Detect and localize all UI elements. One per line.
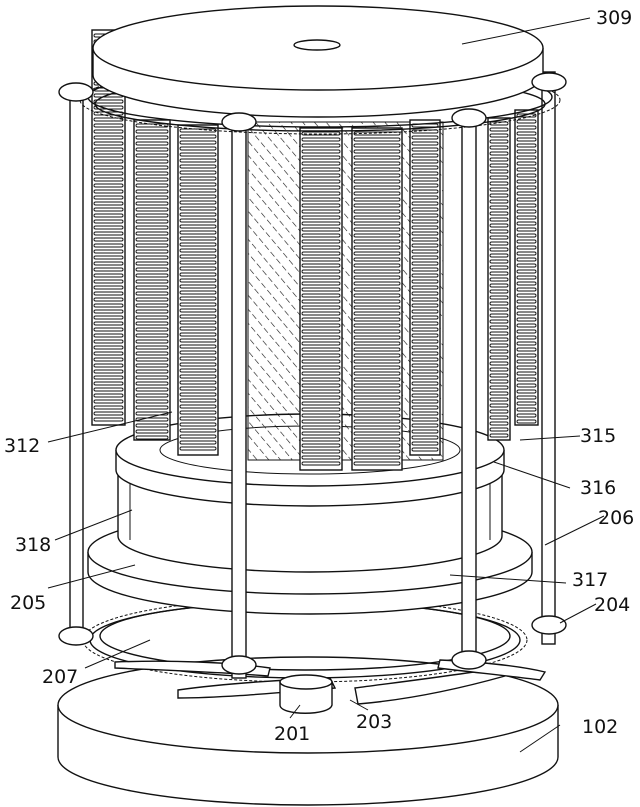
fin-column	[351, 127, 403, 471]
fin-column	[299, 127, 343, 471]
label-205: 205	[10, 592, 46, 614]
leader-lines	[47, 17, 605, 753]
label-102: 102	[582, 716, 618, 738]
reference-labels: 309 312 315 316 206 318 317 205 204 207 …	[4, 7, 634, 745]
fin-column	[91, 29, 126, 426]
fin-column	[133, 119, 171, 441]
blade-hub	[279, 674, 333, 714]
label-317: 317	[572, 569, 608, 591]
label-203: 203	[356, 711, 392, 733]
label-206: 206	[598, 507, 634, 529]
label-315: 315	[580, 425, 616, 447]
label-309: 309	[596, 7, 632, 29]
fin-column	[487, 117, 511, 441]
label-204: 204	[594, 594, 630, 616]
fin-column	[514, 109, 539, 426]
fin-stacks	[91, 29, 539, 471]
top-cover-plate	[92, 5, 544, 118]
fin-column	[409, 119, 441, 456]
label-312: 312	[4, 435, 40, 457]
fin-column	[177, 124, 219, 456]
support-rods	[69, 71, 556, 679]
label-207: 207	[42, 666, 78, 688]
rod-gears	[58, 72, 567, 675]
label-316: 316	[580, 477, 616, 499]
label-318: 318	[15, 534, 51, 556]
label-201: 201	[274, 723, 310, 745]
